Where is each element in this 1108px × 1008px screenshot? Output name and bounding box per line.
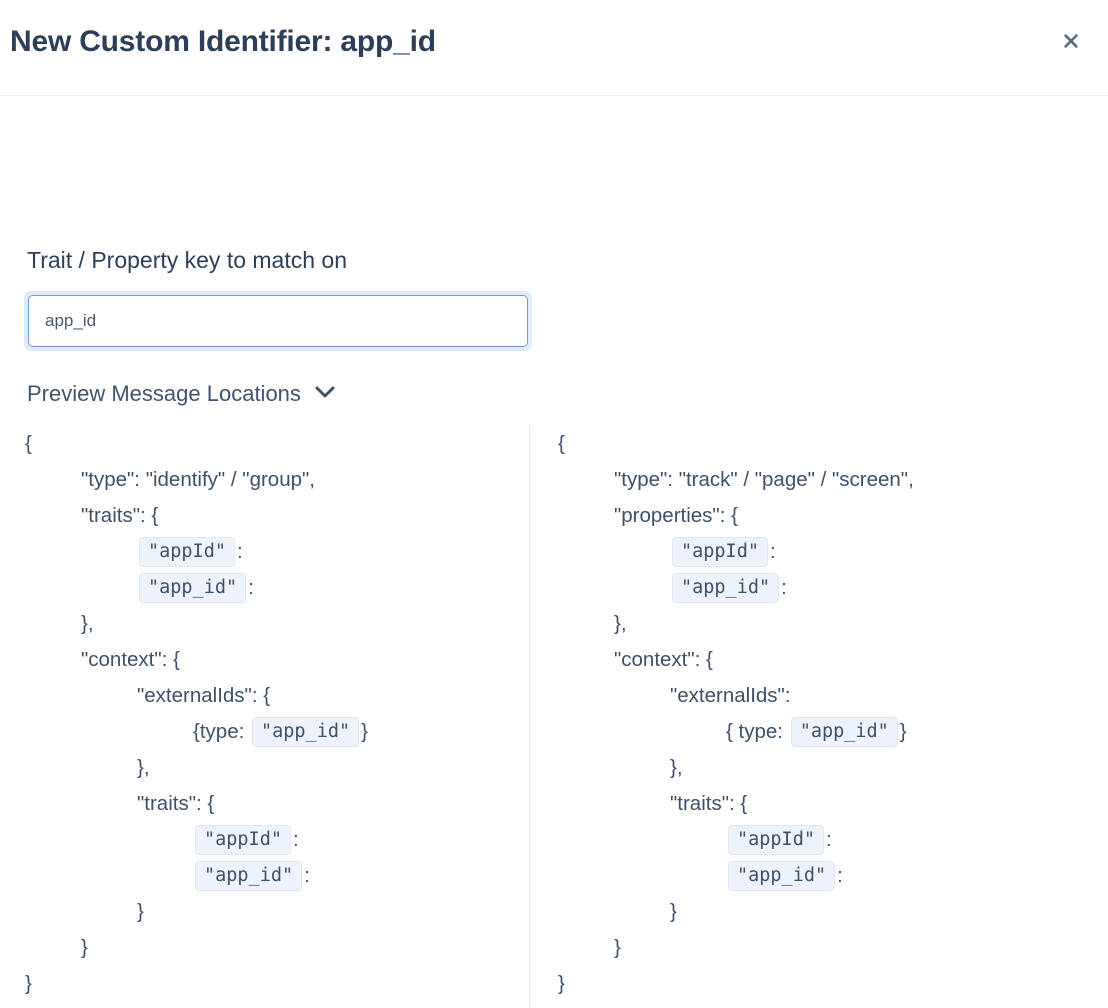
chevron-down-icon — [314, 385, 336, 404]
code-line: }, — [25, 750, 525, 786]
code-text: } — [899, 720, 907, 743]
code-text: } — [25, 972, 32, 995]
matched-key-chip: "appId" — [139, 537, 235, 567]
trait-property-key-field-wrap — [24, 291, 532, 351]
matched-key-chip: "app_id" — [728, 861, 836, 891]
code-line: "traits": { — [25, 498, 525, 534]
code-line: } — [558, 894, 1078, 930]
code-text: "type": "identify" / "group", — [81, 468, 315, 491]
matched-key-chip: "app_id" — [195, 861, 303, 891]
code-text: "type": "track" / "page" / "screen", — [614, 468, 914, 491]
modal-header: New Custom Identifier: app_id — [0, 0, 1108, 96]
code-text: "properties": { — [614, 504, 738, 527]
code-line: { — [558, 426, 1078, 462]
trait-property-key-label: Trait / Property key to match on — [27, 247, 347, 273]
code-line: "appId": — [25, 534, 525, 570]
code-line: "app_id": — [558, 858, 1078, 894]
matched-key-chip: "app_id" — [790, 717, 898, 747]
code-text: } — [614, 936, 621, 959]
preview-message-locations-panes: { "type": "identify" / "group", "traits": … — [0, 426, 1108, 1008]
modal-body: Trait / Property key to match on Preview… — [0, 96, 1108, 1008]
code-text: : — [825, 828, 832, 851]
code-text: : — [781, 576, 787, 599]
code-text: } — [670, 900, 677, 923]
code-text: "externalIds": — [670, 684, 791, 707]
code-text: } — [81, 936, 88, 959]
code-text: } — [558, 972, 565, 995]
code-line: } — [558, 966, 1078, 1002]
code-line: } — [25, 930, 525, 966]
code-line: "app_id": — [558, 570, 1078, 606]
code-line: { type: "app_id"} — [558, 714, 1078, 750]
code-line: "type": "track" / "page" / "screen", — [558, 462, 1078, 498]
code-line: "appId": — [558, 534, 1078, 570]
code-text: "context": { — [81, 648, 180, 671]
code-line: }, — [558, 750, 1078, 786]
matched-key-chip: "app_id" — [252, 717, 360, 747]
code-text: }, — [81, 612, 94, 635]
matched-key-chip: "appId" — [728, 825, 824, 855]
close-button[interactable] — [1056, 26, 1086, 56]
code-line: } — [25, 966, 525, 1002]
track-page-screen-pane: { "type": "track" / "page" / "screen", "pr… — [558, 426, 1078, 1002]
code-text: }, — [137, 756, 150, 779]
code-text: }, — [614, 612, 627, 635]
code-line: "traits": { — [25, 786, 525, 822]
code-line: "appId": — [558, 822, 1078, 858]
code-line: "app_id": — [25, 570, 525, 606]
code-text: "traits": { — [81, 504, 159, 527]
code-text: { — [25, 432, 32, 455]
code-text: { — [558, 432, 565, 455]
code-line: "app_id": — [25, 858, 525, 894]
trait-property-key-input[interactable] — [28, 295, 528, 347]
code-text: : — [304, 864, 310, 887]
code-line: } — [25, 894, 525, 930]
code-text: : — [837, 864, 843, 887]
code-line: "type": "identify" / "group", — [25, 462, 525, 498]
page-title: New Custom Identifier: app_id — [10, 25, 436, 58]
identify-group-pane: { "type": "identify" / "group", "traits": … — [25, 426, 525, 1002]
code-text: } — [137, 900, 144, 923]
matched-key-chip: "appId" — [672, 537, 768, 567]
pane-divider — [529, 426, 530, 1008]
code-line: "properties": { — [558, 498, 1078, 534]
preview-message-locations-label: Preview Message Locations — [27, 381, 301, 406]
preview-message-locations-toggle[interactable]: Preview Message Locations — [27, 379, 336, 409]
code-text: "traits": { — [670, 792, 748, 815]
code-text: {type: — [193, 720, 250, 743]
code-text: : — [248, 576, 254, 599]
code-line: "externalIds": — [558, 678, 1078, 714]
code-line: "externalIds": { — [25, 678, 525, 714]
code-text: "traits": { — [137, 792, 215, 815]
code-line: } — [558, 930, 1078, 966]
code-line: }, — [25, 606, 525, 642]
code-text: }, — [670, 756, 683, 779]
code-text: : — [769, 540, 776, 563]
close-icon — [1061, 31, 1081, 51]
code-text: : — [236, 540, 243, 563]
matched-key-chip: "app_id" — [672, 573, 780, 603]
code-text: } — [361, 720, 368, 743]
code-text: "context": { — [614, 648, 713, 671]
code-line: {type: "app_id"} — [25, 714, 525, 750]
code-text: "externalIds": { — [137, 684, 271, 707]
code-line: { — [25, 426, 525, 462]
code-text: { type: — [726, 720, 789, 743]
code-line: "context": { — [25, 642, 525, 678]
code-line: "traits": { — [558, 786, 1078, 822]
code-line: "appId": — [25, 822, 525, 858]
code-line: }, — [558, 606, 1078, 642]
code-line: "context": { — [558, 642, 1078, 678]
code-text: : — [292, 828, 299, 851]
matched-key-chip: "app_id" — [139, 573, 247, 603]
matched-key-chip: "appId" — [195, 825, 291, 855]
